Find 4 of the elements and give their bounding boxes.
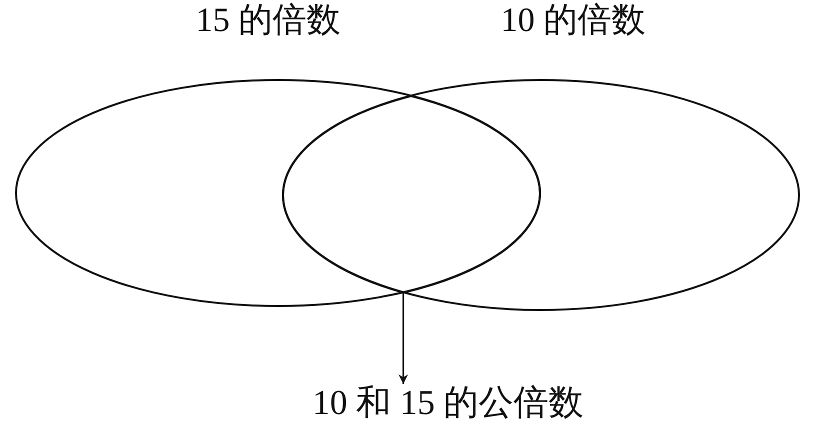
arrow: [398, 293, 408, 384]
intersection-label: 10 和 15 的公倍数: [312, 384, 584, 422]
set-label: 10 的倍数: [500, 2, 646, 40]
set-label: 15 的倍数: [196, 2, 340, 40]
